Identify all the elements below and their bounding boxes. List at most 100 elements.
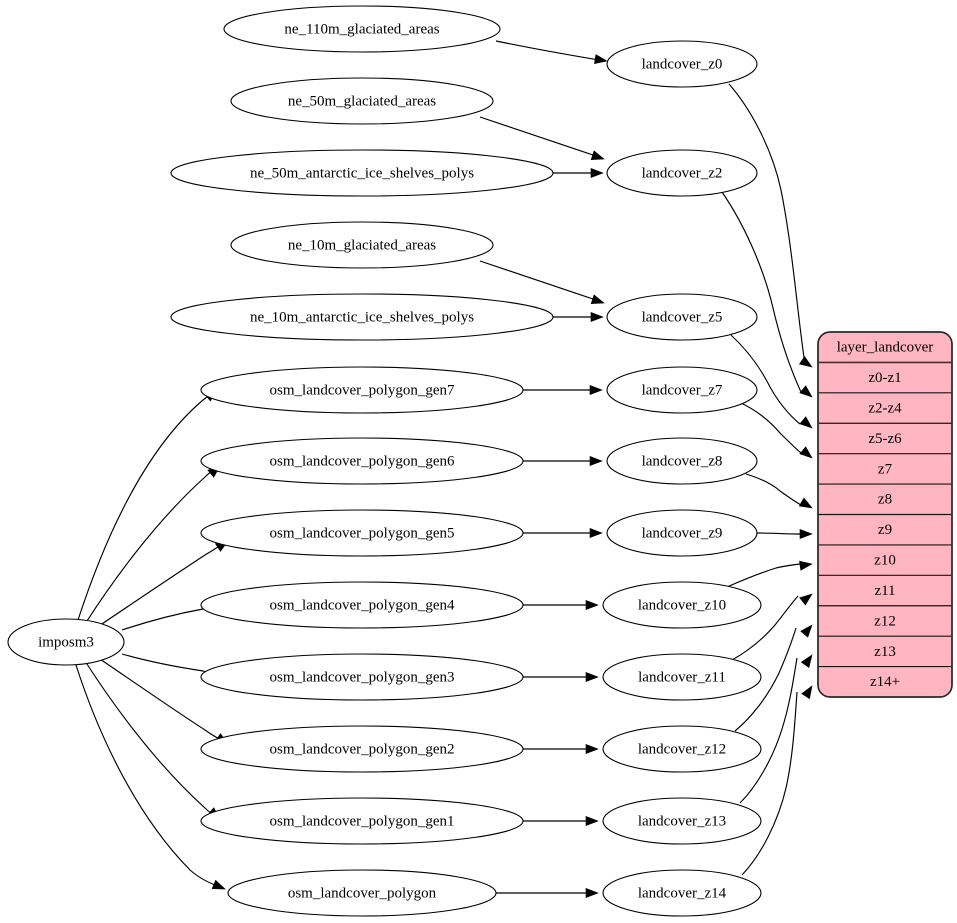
edge-imposm3-to-osm_landcover_polygon_gen5 [95, 541, 227, 629]
source-node-ellipse [7, 618, 125, 666]
layer-table-row-z2-z4[interactable]: z2-z4 [868, 400, 902, 416]
edge-ne_10m_glaciated_areas-to-landcover_z5 [479, 260, 603, 303]
source-node-ellipse [230, 221, 494, 269]
node-label-landcover_z2: landcover_z2 [642, 165, 723, 181]
arrowhead-landcover_z2_a [590, 150, 605, 160]
node-osm_landcover_polygon_gen1[interactable]: osm_landcover_polygon_gen1 [200, 797, 524, 845]
edge-imposm3-to-osm_landcover_polygon_gen2 [96, 656, 227, 744]
layer-table-row-z5-z6[interactable]: z5-z6 [868, 431, 902, 447]
nodes-layer: imposm3 ne_110m_glaciated_areas ne_50m_gla… [7, 5, 762, 917]
node-landcover_z2[interactable]: landcover_z2 [606, 149, 758, 197]
edge-imposm3-to-osm_landcover_polygon [75, 664, 224, 889]
arrowhead-landcover_z8 [589, 455, 603, 467]
edge-landcover_z8-to-layer_landcover_row_4 [745, 473, 802, 506]
node-landcover_z12[interactable]: landcover_z12 [602, 725, 762, 773]
source-node-ellipse [200, 797, 524, 845]
node-label-landcover_z5: landcover_z5 [642, 309, 723, 325]
arrowhead-row5 [799, 528, 813, 540]
node-ne_10m_antarctic_ice_shelves_polys[interactable]: ne_10m_antarctic_ice_shelves_polys [170, 293, 554, 341]
node-osm_landcover_polygon_gen2[interactable]: osm_landcover_polygon_gen2 [200, 725, 524, 773]
arrowhead-landcover_z9 [589, 527, 603, 539]
layer-table-row-z0-z1[interactable]: z0-z1 [868, 370, 901, 386]
node-imposm3[interactable]: imposm3 [7, 618, 125, 666]
node-label-landcover_z13: landcover_z13 [638, 813, 726, 829]
node-label-ne_50m_antarctic_ice_shelves_polys: ne_50m_antarctic_ice_shelves_polys [250, 165, 474, 181]
node-label-imposm3: imposm3 [38, 634, 94, 650]
node-ne_10m_glaciated_areas[interactable]: ne_10m_glaciated_areas [230, 221, 494, 269]
node-landcover_z10[interactable]: landcover_z10 [602, 581, 762, 629]
source-node-ellipse [230, 77, 494, 125]
layer-table-border [817, 331, 953, 698]
edge-landcover_z0-to-layer_landcover_row_0 [728, 83, 806, 365]
source-node-ellipse [170, 293, 554, 341]
node-landcover_z14[interactable]: landcover_z14 [602, 869, 762, 917]
source-node-ellipse [223, 5, 501, 53]
arrowhead-landcover_z11 [585, 671, 599, 683]
source-node-ellipse [200, 366, 524, 414]
node-landcover_z0[interactable]: landcover_z0 [606, 40, 758, 88]
node-label-osm_landcover_polygon_gen5: osm_landcover_polygon_gen5 [270, 525, 455, 541]
node-osm_landcover_polygon_gen4[interactable]: osm_landcover_polygon_gen4 [200, 581, 524, 629]
node-label-osm_landcover_polygon: osm_landcover_polygon [288, 885, 437, 901]
arrowhead-landcover_z0 [594, 54, 608, 65]
view-node-ellipse [606, 437, 758, 485]
edge-ne_110m_glaciated_areas-to-landcover_z0 [495, 40, 606, 62]
node-landcover_z11[interactable]: landcover_z11 [602, 653, 762, 701]
layer-table-row-z9[interactable]: z9 [878, 522, 892, 538]
arrowhead-row6 [799, 560, 813, 571]
source-node-ellipse [200, 725, 524, 773]
arrowhead-landcover_z5_a [590, 294, 605, 304]
arrowhead-row1 [799, 385, 813, 398]
arrowhead-row9 [800, 654, 813, 668]
node-label-ne_110m_glaciated_areas: ne_110m_glaciated_areas [284, 21, 439, 37]
node-ne_50m_glaciated_areas[interactable]: ne_50m_glaciated_areas [230, 77, 494, 125]
node-landcover_z8[interactable]: landcover_z8 [606, 437, 758, 485]
layer-table-row-z10[interactable]: z10 [874, 553, 896, 569]
edge-landcover_z13-to-layer_landcover_row_9 [739, 657, 798, 804]
source-node-ellipse [200, 509, 524, 557]
node-ne_50m_antarctic_ice_shelves_polys[interactable]: ne_50m_antarctic_ice_shelves_polys [170, 149, 554, 197]
layer-table-row-z11[interactable]: z11 [874, 583, 895, 599]
source-node-ellipse [170, 149, 554, 197]
view-node-ellipse [602, 653, 762, 701]
layer-table-row-z8[interactable]: z8 [878, 492, 892, 508]
edge-imposm3-to-osm_landcover_polygon_gen6 [84, 466, 219, 625]
node-landcover_z7[interactable]: landcover_z7 [606, 366, 758, 414]
node-label-osm_landcover_polygon_gen7: osm_landcover_polygon_gen7 [270, 382, 455, 398]
node-osm_landcover_polygon[interactable]: osm_landcover_polygon [227, 869, 497, 917]
node-osm_landcover_polygon_gen6[interactable]: osm_landcover_polygon_gen6 [200, 437, 524, 485]
node-landcover_z5[interactable]: landcover_z5 [606, 293, 758, 341]
node-osm_landcover_polygon_gen3[interactable]: osm_landcover_polygon_gen3 [200, 653, 524, 701]
node-label-osm_landcover_polygon_gen1: osm_landcover_polygon_gen1 [270, 813, 455, 829]
arrowhead-row10 [801, 685, 813, 700]
layer-table-row-z14+[interactable]: z14+ [870, 674, 900, 690]
view-node-ellipse [606, 366, 758, 414]
view-node-ellipse [602, 869, 762, 917]
arrowhead-landcover_z2_b [590, 167, 604, 179]
node-landcover_z13[interactable]: landcover_z13 [602, 797, 762, 845]
view-node-ellipse [602, 797, 762, 845]
node-label-landcover_z12: landcover_z12 [638, 741, 726, 757]
node-label-landcover_z10: landcover_z10 [638, 597, 726, 613]
node-label-ne_10m_glaciated_areas: ne_10m_glaciated_areas [288, 237, 436, 253]
node-landcover_z9[interactable]: landcover_z9 [606, 509, 758, 557]
node-label-landcover_z14: landcover_z14 [638, 885, 727, 901]
node-label-landcover_z9: landcover_z9 [642, 525, 723, 541]
view-node-ellipse [606, 293, 758, 341]
arrowhead-row8 [800, 624, 813, 638]
node-osm_landcover_polygon_gen5[interactable]: osm_landcover_polygon_gen5 [200, 509, 524, 557]
node-ne_110m_glaciated_areas[interactable]: ne_110m_glaciated_areas [223, 5, 501, 53]
layer-table-row-z13[interactable]: z13 [874, 644, 896, 660]
layer-table-row-z12[interactable]: z12 [874, 613, 896, 629]
layer-table-row-z7[interactable]: z7 [878, 461, 893, 477]
node-label-osm_landcover_polygon_gen4: osm_landcover_polygon_gen4 [270, 597, 455, 613]
node-label-osm_landcover_polygon_gen2: osm_landcover_polygon_gen2 [270, 741, 455, 757]
arrowhead-row7 [799, 593, 813, 606]
layer-landcover-table[interactable]: layer_landcoverz0-z1z2-z4z5-z6z7z8z9z10z… [817, 331, 953, 698]
node-osm_landcover_polygon_gen7[interactable]: osm_landcover_polygon_gen7 [200, 366, 524, 414]
view-node-ellipse [602, 725, 762, 773]
edge-landcover_z2-to-layer_landcover_row_1 [721, 191, 802, 393]
source-node-ellipse [200, 581, 524, 629]
source-node-ellipse [200, 653, 524, 701]
